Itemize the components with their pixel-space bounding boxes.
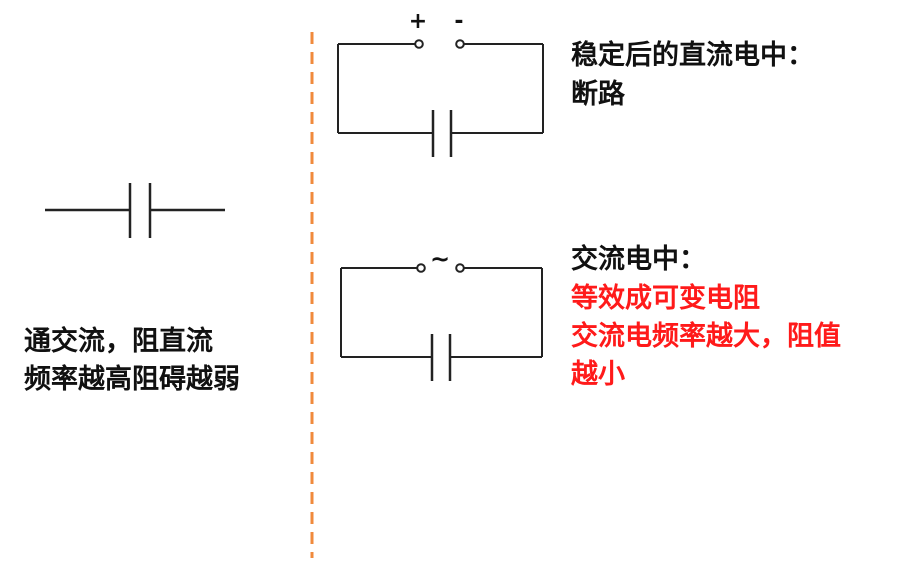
ac-note-1: 等效成可变电阻	[571, 283, 760, 314]
dc-circuit	[337, 39, 544, 157]
ac-circuit	[340, 263, 543, 381]
ac-note-3: 越小	[571, 359, 625, 390]
dc-result: 断路	[571, 79, 625, 110]
dc-plus-terminal: +	[409, 9, 427, 34]
ac-title: 交流电中：	[571, 244, 706, 275]
ac-note-2: 交流电频率越大，阻值	[571, 321, 841, 352]
left-text-line1: 通交流，阻直流	[24, 326, 213, 357]
dc-title: 稳定后的直流电中：	[571, 40, 814, 71]
dc-minus-terminal: -	[454, 9, 463, 34]
ac-source-symbol: ~	[430, 245, 450, 273]
capacitor-symbol	[45, 183, 225, 238]
left-text-line2: 频率越高阻碍越弱	[24, 364, 240, 395]
